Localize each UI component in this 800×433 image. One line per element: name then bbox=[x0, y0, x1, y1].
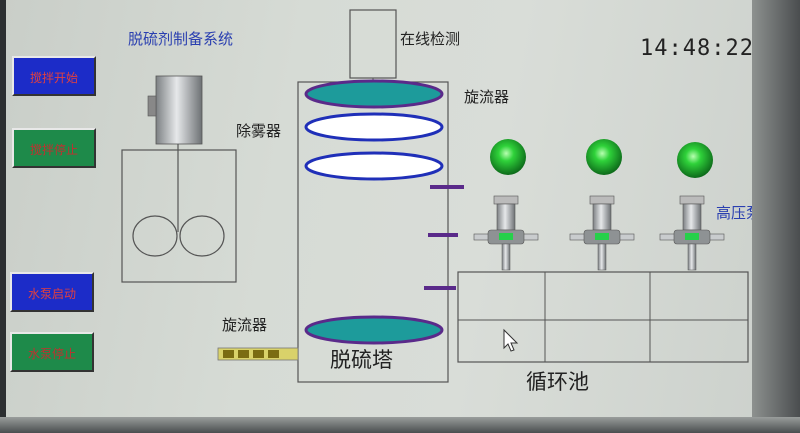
stir-stop-button[interactable]: 搅拌停止 bbox=[12, 128, 96, 168]
demister-ring-1 bbox=[304, 112, 444, 142]
high-pressure-pump-label: 高压泵 bbox=[716, 204, 762, 222]
monitor-bezel-bottom bbox=[0, 417, 800, 433]
monitor-bezel-right bbox=[752, 0, 800, 433]
mouse-cursor-icon bbox=[503, 328, 519, 352]
stirrer-blade-right bbox=[179, 215, 225, 257]
online-detector bbox=[349, 9, 397, 79]
demister-ring-2 bbox=[304, 151, 444, 181]
stirrer-motor bbox=[155, 75, 203, 145]
system-title: 脱硫剂制备系统 bbox=[128, 30, 234, 48]
pipe-2 bbox=[428, 233, 458, 237]
pump-start-button[interactable]: 水泵启动 bbox=[10, 272, 94, 312]
status-light-icon bbox=[490, 139, 526, 175]
monitor-bezel-left bbox=[0, 0, 6, 433]
pipe-3 bbox=[424, 286, 456, 290]
cyclone-top-label: 旋流器 bbox=[464, 88, 510, 106]
cyclone-bottom bbox=[304, 315, 444, 345]
pipe-1 bbox=[430, 185, 464, 189]
desulfurization-tower-label: 脱硫塔 bbox=[330, 348, 393, 372]
cyclone-bottom-label: 旋流器 bbox=[222, 316, 268, 334]
feed-conveyor bbox=[217, 347, 299, 361]
pump-stop-button[interactable]: 水泵停止 bbox=[10, 332, 94, 372]
pump-icon[interactable] bbox=[473, 195, 539, 271]
demister-label: 除雾器 bbox=[236, 122, 282, 140]
status-light-icon bbox=[677, 142, 713, 178]
mixing-tank bbox=[121, 75, 237, 283]
cyclone-top bbox=[304, 79, 444, 109]
clock-display: 14:48:22 bbox=[640, 36, 754, 61]
stir-start-button[interactable]: 搅拌开始 bbox=[12, 56, 96, 96]
stirrer-blade-left bbox=[132, 215, 178, 257]
status-light-icon bbox=[586, 139, 622, 175]
circulation-pool bbox=[457, 271, 749, 363]
circulation-pool-label: 循环池 bbox=[526, 370, 589, 394]
pump-icon[interactable] bbox=[569, 195, 635, 271]
online-detection-label: 在线检测 bbox=[400, 30, 461, 48]
pump-icon[interactable] bbox=[659, 195, 725, 271]
